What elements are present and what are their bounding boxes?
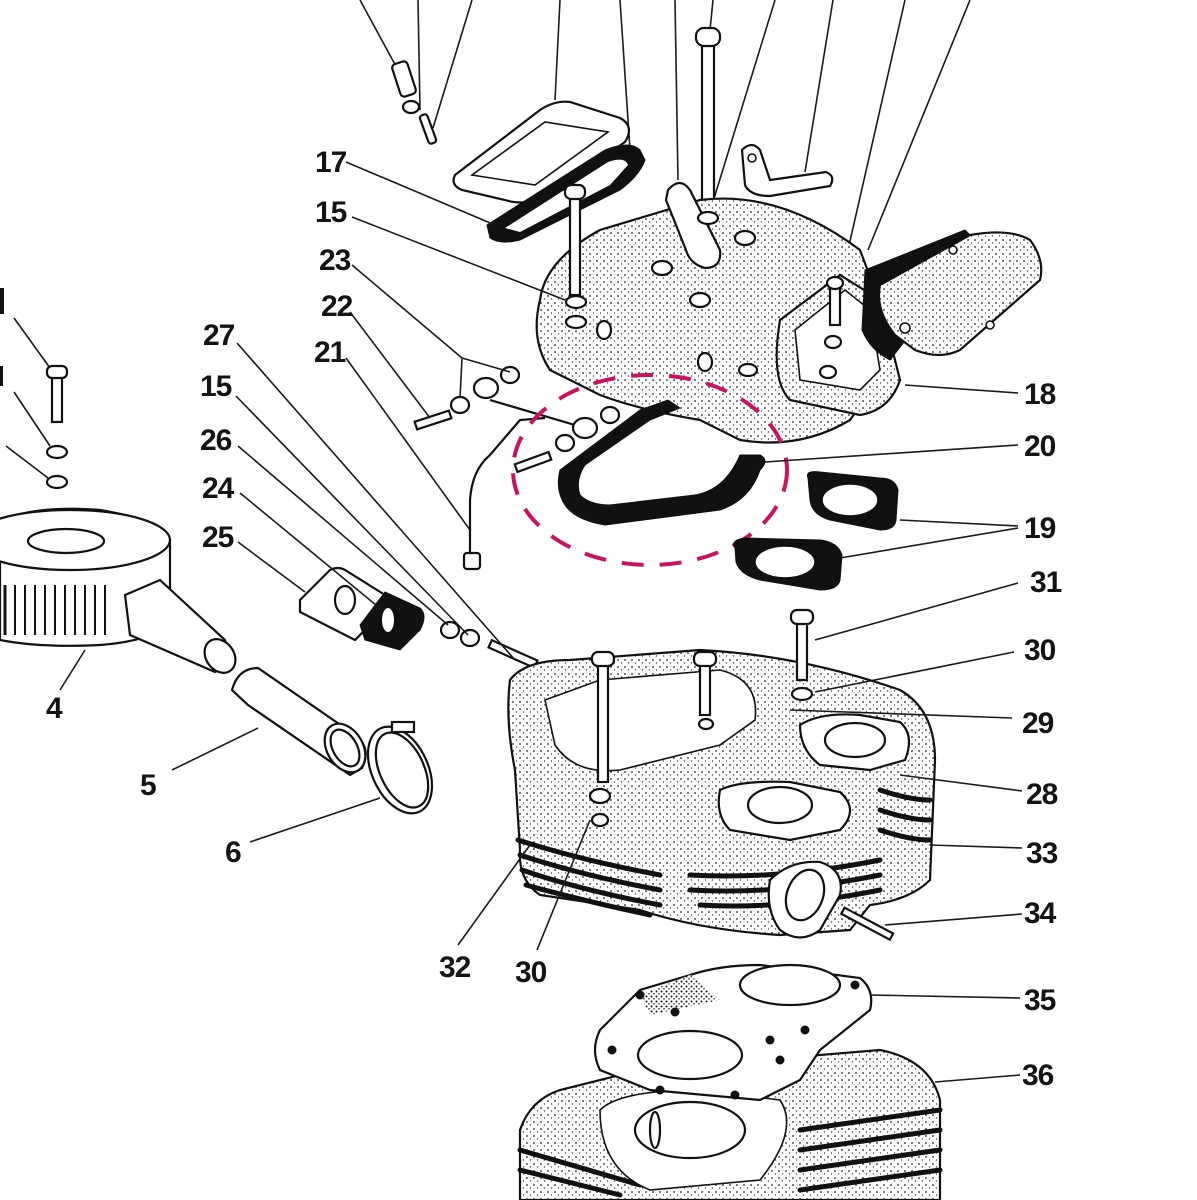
callout-25: 25 (202, 521, 234, 554)
callout-20: 20 (1024, 430, 1056, 463)
head-gasket-35 (593, 963, 873, 1102)
callout-17: 17 (315, 146, 347, 179)
callout-33: 33 (1026, 837, 1058, 870)
callout-30: 30 (515, 956, 547, 989)
callout-24: 24 (202, 472, 235, 505)
top-leader-lines (359, 0, 971, 286)
callout-6: 6 (225, 836, 241, 869)
cylinder-head-33 (507, 608, 937, 942)
hose-clip-6 (366, 720, 434, 815)
callout-34: 34 (1024, 897, 1057, 930)
callout-31: 31 (1030, 566, 1062, 599)
callout-27: 27 (203, 319, 235, 352)
oil-pipe-assembly (413, 365, 621, 571)
air-filter-4 (0, 507, 237, 674)
callout-leader-lines (59, 161, 1023, 1083)
callout-23: 23 (319, 244, 351, 277)
callout-19: 19 (1024, 512, 1056, 545)
callout-28: 28 (1026, 778, 1058, 811)
callout-15: 15 (200, 370, 232, 403)
rocker-box-gasket-20 (557, 399, 766, 526)
air-hose-5 (230, 666, 367, 777)
carb-adaptor-parts (298, 566, 539, 670)
left-edge-fasteners (0, 288, 69, 490)
cylinder-barrel-36 (517, 1048, 943, 1200)
callout-35: 35 (1024, 984, 1056, 1017)
callout-15: 15 (315, 196, 347, 229)
filter-pleats (3, 585, 106, 635)
callout-29: 29 (1022, 707, 1054, 740)
callout-30: 30 (1024, 634, 1056, 667)
callout-22: 22 (321, 290, 353, 323)
highlight-dashed-ellipse (511, 373, 789, 567)
callout-5: 5 (140, 769, 156, 802)
rocker-box (535, 181, 1043, 444)
callout-labels: 17 15 23 22 21 27 15 26 24 25 4 5 6 18 2… (46, 146, 1063, 1092)
callout-21: 21 (314, 336, 346, 369)
callout-26: 26 (200, 424, 232, 457)
callout-4: 4 (46, 692, 63, 725)
callout-32: 32 (439, 951, 471, 984)
callout-18: 18 (1024, 378, 1056, 411)
callout-36: 36 (1022, 1059, 1054, 1092)
exhaust-gaskets-19 (733, 471, 899, 591)
